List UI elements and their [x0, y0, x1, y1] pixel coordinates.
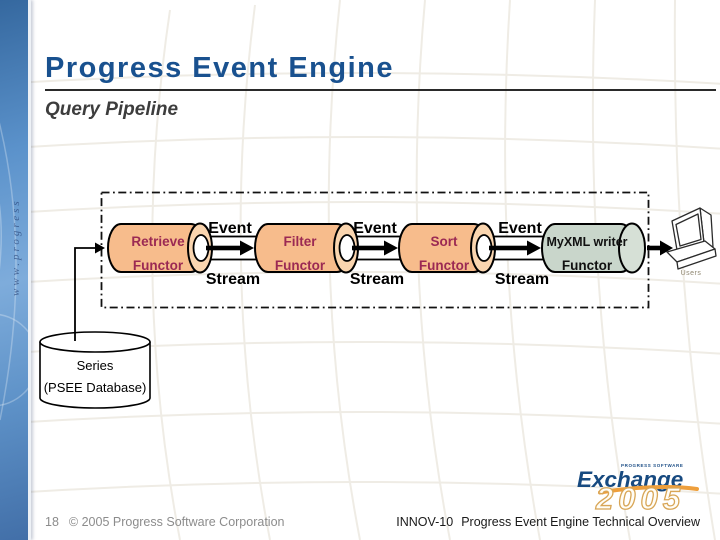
stage-filter-functor: Functor [275, 258, 326, 273]
users-label: Users [681, 270, 702, 277]
deck-title: Progress Event Engine Technical Overview [461, 515, 700, 529]
course-code: INNOV-10 [396, 515, 454, 529]
slide-subtitle: Query Pipeline [45, 99, 179, 120]
pipeline-boundary-box [100, 191, 650, 309]
title-underline [45, 89, 716, 91]
footer-left: 18 © 2005 Progress Software Corporation [45, 515, 284, 529]
users-monitor-icon [666, 207, 717, 270]
event-label-3: Event [498, 220, 542, 237]
stage-sort-label: Sort [431, 234, 459, 249]
stage-filter-label: Filter [283, 234, 317, 249]
page-number: 18 [45, 515, 59, 529]
logo-tagline: PROGRESS SOFTWARE [621, 463, 683, 468]
logo-year: 2005 [595, 481, 685, 516]
event-label-2: Event [353, 220, 397, 237]
stream-label-3: Stream [495, 271, 549, 288]
stage-sort-functor: Functor [419, 258, 470, 273]
database-label-line2: (PSEE Database) [44, 380, 147, 395]
footer-right: INNOV-10 Progress Event Engine Technical … [396, 515, 700, 529]
stage-xmlwriter-label: MyXML writer [546, 235, 627, 249]
database-connector-arrow [74, 242, 105, 341]
sidebar-decoration: www.progress [0, 0, 31, 540]
cylinder-end-rings [187, 222, 646, 274]
stream-label-2: Stream [350, 271, 404, 288]
database-cylinder [39, 331, 151, 409]
stage-xmlwriter-functor: Functor [562, 258, 613, 273]
slide-title: Progress Event Engine [45, 52, 394, 84]
stage-retrieve-functor: Functor [133, 258, 184, 273]
event-flow-arrows [206, 240, 673, 256]
copyright-text: © 2005 Progress Software Corporation [68, 515, 285, 529]
stream-label-1: Stream [206, 271, 260, 288]
event-label-1: Event [208, 220, 252, 237]
exchange-2005-logo: PROGRESS SOFTWARE Exchange 2005 [577, 463, 699, 516]
sidebar-arcs [0, 122, 28, 421]
database-label-line1: Series [77, 358, 114, 373]
logo-swoosh [598, 484, 699, 495]
stage-retrieve-label: Retrieve [131, 234, 185, 249]
